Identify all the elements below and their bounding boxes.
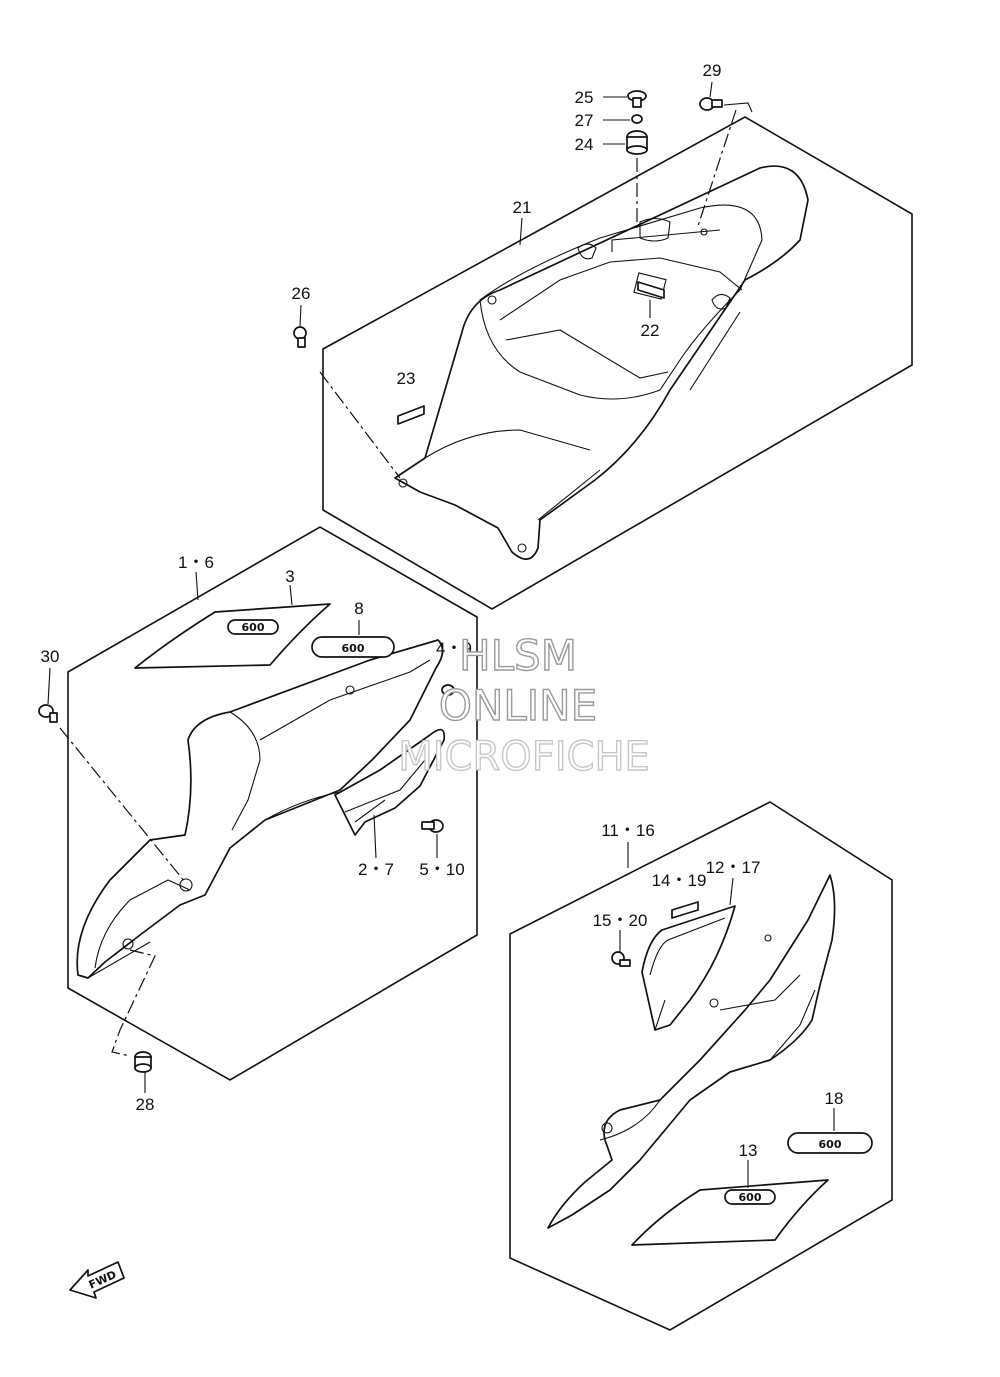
- screw-15-20: [611, 951, 631, 967]
- clip-4-9: [441, 684, 455, 696]
- watermark-line2: ONLINE: [439, 681, 597, 730]
- emblem-18: [787, 1132, 873, 1154]
- grommet-24: [626, 130, 648, 155]
- seat-tail-cover: [394, 165, 809, 560]
- callout-3: 3: [285, 567, 294, 586]
- right-frame-cover: [547, 874, 836, 1229]
- side-bracket-2-7: [334, 728, 446, 836]
- callout-28: 28: [136, 1095, 155, 1114]
- callout-23: 23: [397, 369, 416, 388]
- left-frame-cover: [76, 639, 444, 979]
- callout-14-19: 14・19: [652, 871, 707, 890]
- decal-13-emblem-text: 600: [739, 1191, 762, 1204]
- group-box-right-cowl: [509, 801, 893, 1331]
- callout-8: 8: [354, 599, 363, 618]
- emblem-18-text: 600: [819, 1138, 842, 1151]
- emblem-8-text: 600: [342, 642, 365, 655]
- screw-5-10: [421, 819, 444, 833]
- callout-24: 24: [575, 135, 594, 154]
- grommet-28: [134, 1051, 152, 1073]
- decal-3-emblem: [227, 619, 279, 635]
- watermark-line1: HLSM: [459, 631, 577, 680]
- decal-3-emblem-text: 600: [242, 621, 265, 634]
- callout-4-9: 4・9: [436, 639, 472, 658]
- bolt-29: [699, 97, 723, 111]
- decal-3: [134, 603, 331, 669]
- decal-22: [637, 281, 665, 299]
- callout-25: 25: [575, 88, 594, 107]
- callout-27: 27: [575, 111, 594, 130]
- screw-30: [38, 704, 58, 723]
- fwd-arrow-icon: FWD: [69, 1261, 125, 1299]
- callout-21: 21: [513, 198, 532, 217]
- washer-27: [631, 114, 643, 124]
- decal-13: [631, 1179, 829, 1246]
- callout-29: 29: [703, 61, 722, 80]
- decal-13-emblem: [724, 1189, 776, 1205]
- callout-18: 18: [825, 1089, 844, 1108]
- callout-12-17: 12・17: [706, 858, 761, 877]
- decal-23: [397, 405, 425, 425]
- screw-25: [627, 90, 647, 108]
- emblem-8: [311, 636, 395, 658]
- group-box-left-cowl: [67, 526, 478, 1081]
- inner-panel-12-17: [641, 905, 736, 1031]
- callout-5-10: 5・10: [419, 860, 464, 879]
- watermark-line3: MICROFICHE: [398, 734, 650, 780]
- callout-1-6: 1・6: [178, 553, 214, 572]
- callout-13: 13: [739, 1141, 758, 1160]
- callout-15-20: 15・20: [593, 911, 648, 930]
- callout-26: 26: [292, 284, 311, 303]
- callout-2-7: 2・7: [358, 860, 394, 879]
- callout-22: 22: [641, 321, 660, 340]
- decal-14-19: [671, 901, 699, 919]
- callout-30: 30: [41, 647, 60, 666]
- group-box-seat-tail: [322, 116, 913, 610]
- callout-11-16: 11・16: [601, 821, 655, 840]
- bolt-26: [293, 326, 307, 348]
